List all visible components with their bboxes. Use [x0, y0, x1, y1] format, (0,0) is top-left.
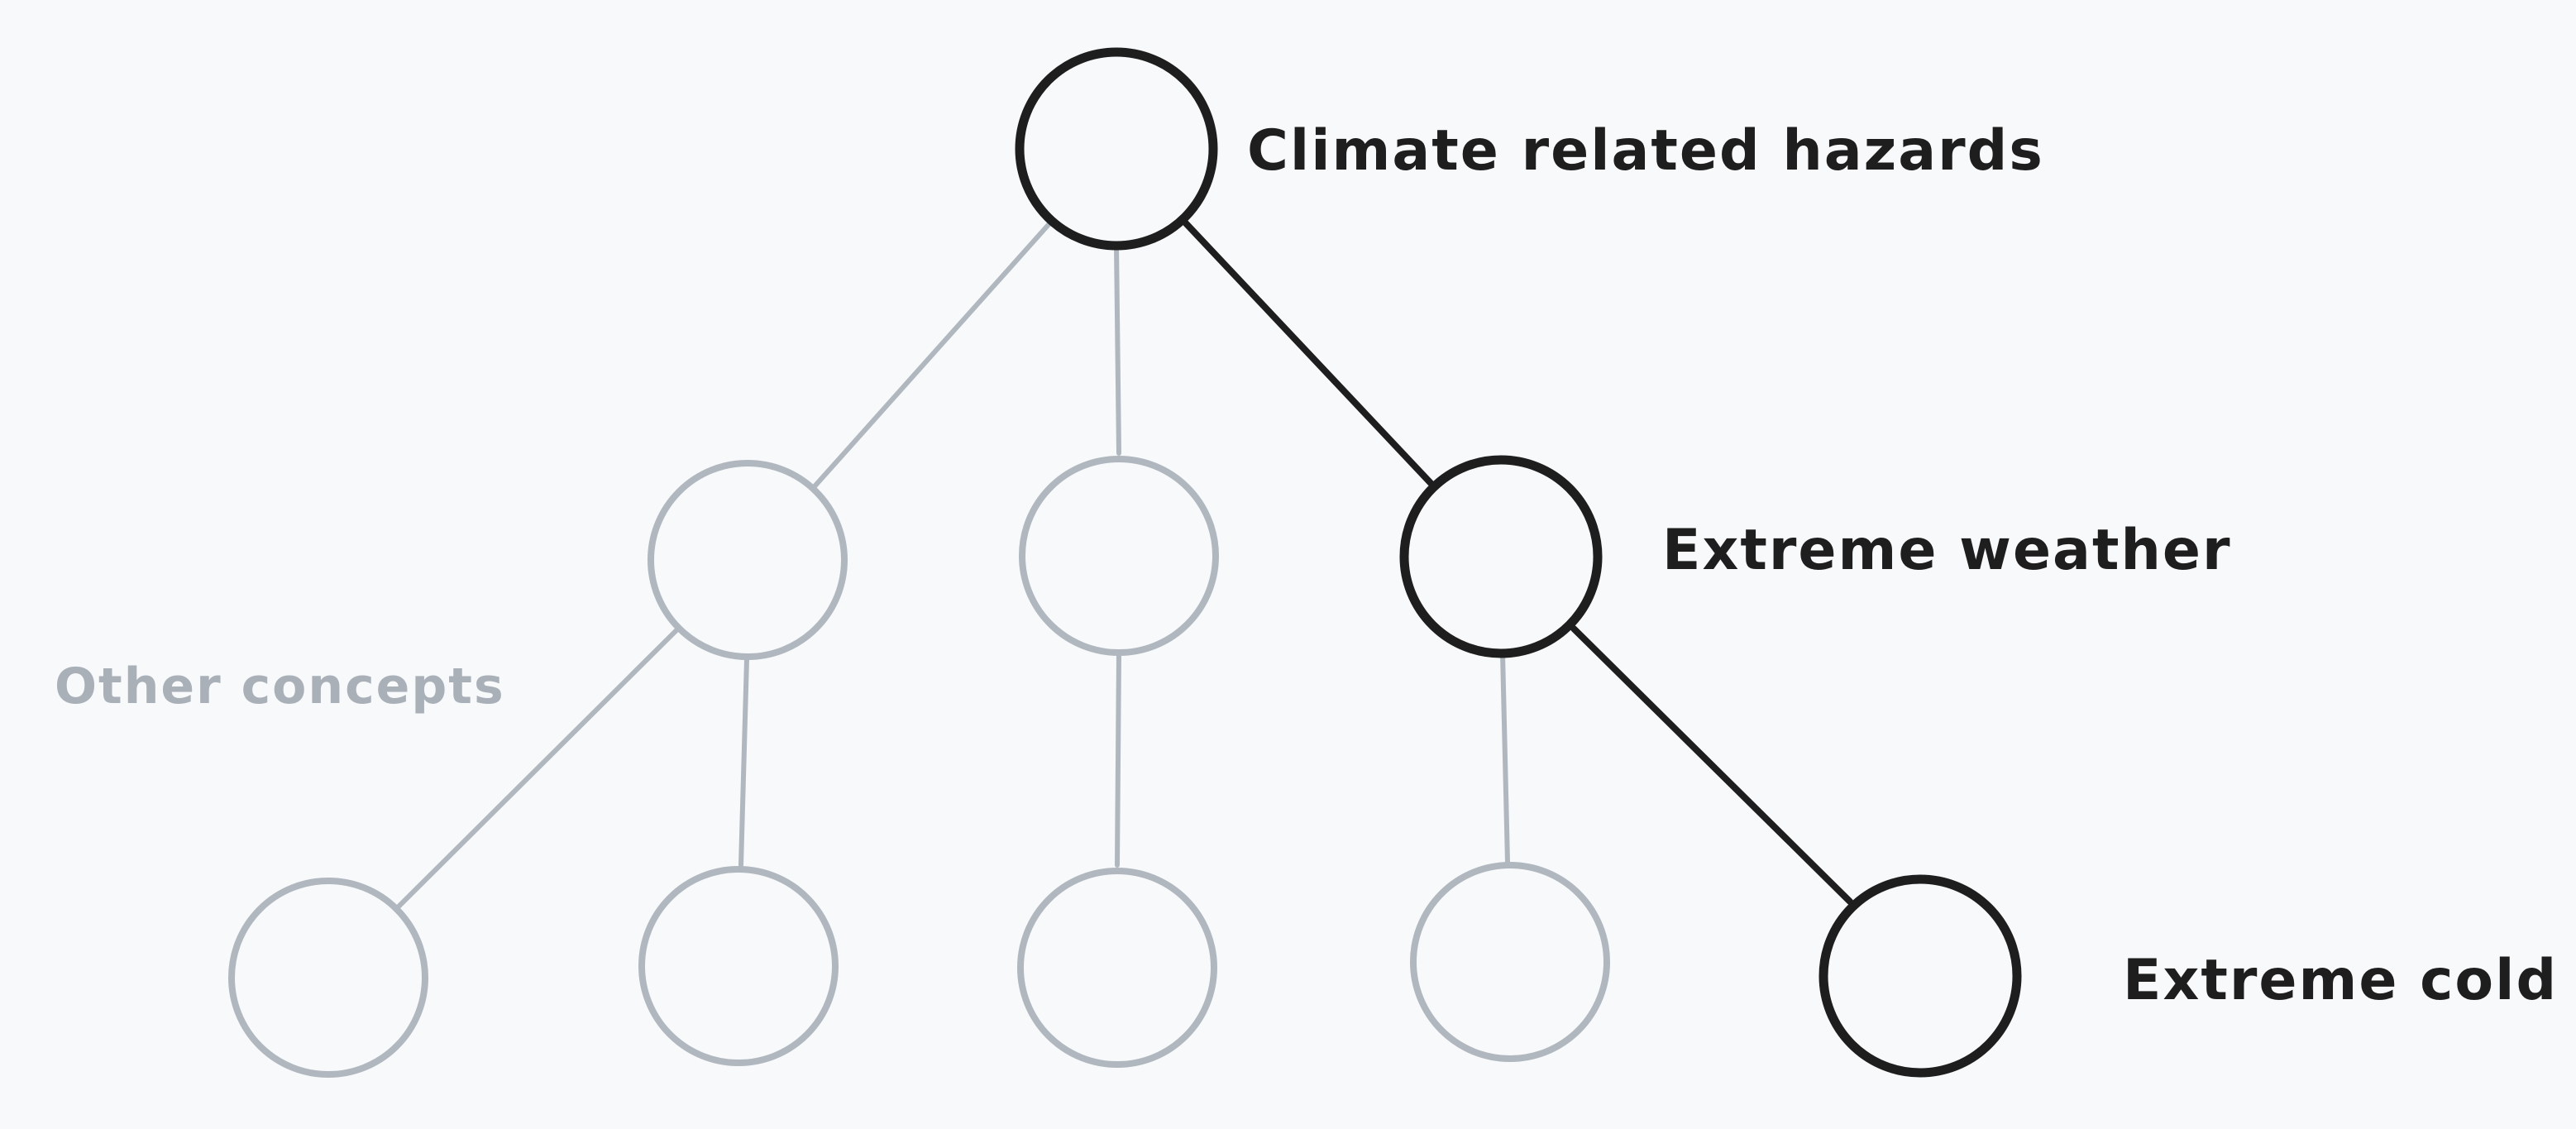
leaf-node-4 — [1410, 862, 1610, 1062]
edge-extreme-weather-to-leaf-4 — [1500, 651, 1510, 864]
edge-root-to-extreme-weather — [1183, 220, 1434, 486]
edge-root-to-middle-node — [1114, 242, 1121, 456]
edge-middle-node-to-leaf-3 — [1115, 652, 1121, 868]
edge-left-node-to-leaf-2 — [738, 657, 749, 868]
edge-left-node-to-leaf-1 — [396, 628, 679, 909]
other-concepts-label: Other concepts — [55, 658, 505, 715]
edge-extreme-weather-to-extreme-cold — [1570, 625, 1853, 905]
concept-node-middle — [1019, 456, 1219, 656]
root-node — [1015, 47, 1218, 251]
root-label: Climate related hazards — [1247, 118, 2044, 184]
concept-node-left — [648, 460, 848, 660]
leaf-node-2 — [638, 866, 839, 1066]
extreme-cold-node — [1818, 874, 2022, 1078]
extreme-cold-label: Extreme cold — [2123, 948, 2558, 1013]
leaf-node-1 — [228, 878, 428, 1078]
leaf-node-3 — [1017, 868, 1217, 1068]
extreme-weather-node — [1399, 455, 1603, 658]
edge-root-to-left-node — [812, 218, 1054, 489]
extreme-weather-label: Extreme weather — [1662, 518, 2232, 583]
